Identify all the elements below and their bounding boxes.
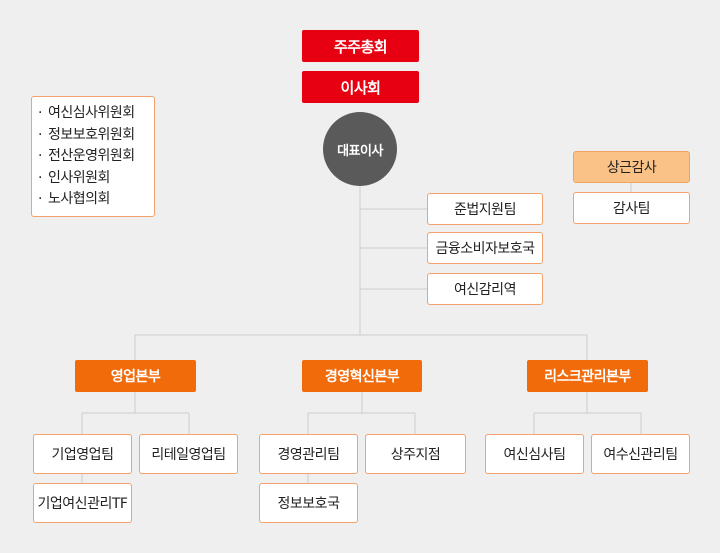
committee-item-label: 전산운영위원회: [48, 148, 135, 164]
committee-item-label: 여신심사위원회: [48, 105, 135, 121]
info-security-box: 정보보호국: [259, 483, 358, 523]
committee-item: · 전산운영위원회: [38, 146, 154, 168]
audit-team-box: 감사팀: [573, 192, 690, 224]
corporate-credit-tf-box: 기업여신관리TF: [33, 483, 132, 523]
sangju-branch-box: 상주지점: [365, 434, 466, 474]
innovation-division-box: 경영혁신본부: [302, 360, 422, 392]
bullet-dot: ·: [38, 148, 42, 164]
committee-item: · 정보보호위원회: [38, 125, 154, 147]
bullet-dot: ·: [38, 191, 42, 207]
credit-review-team-box: 여신심사팀: [485, 434, 584, 474]
committee-item: · 노사협의회: [38, 189, 154, 211]
bullet-dot: ·: [38, 105, 42, 121]
consumer-protection-box: 금융소비자보호국: [427, 232, 543, 264]
credit-inspector-box: 여신감리역: [427, 273, 543, 305]
committee-item: · 여신심사위원회: [38, 103, 154, 125]
standing-auditor-box: 상근감사: [573, 151, 690, 183]
deposit-loan-team-box: 여수신관리팀: [591, 434, 690, 474]
bullet-dot: ·: [38, 126, 42, 143]
committee-list-box: · 여신심사위원회 · 정보보호위원회 · 전산운영위원회 · 인사위원회 · 노사협의회: [31, 96, 155, 217]
corporate-sales-team-box: 기업영업팀: [33, 434, 132, 474]
committee-item: · 인사위원회: [38, 168, 154, 190]
shareholders-meeting-box: 주주총회: [302, 30, 419, 62]
bullet-dot: ·: [38, 169, 42, 186]
retail-sales-team-box: 리테일영업팀: [139, 434, 238, 474]
committee-item-label: 정보보호위원회: [48, 126, 135, 143]
compliance-team-box: 준법지원팀: [427, 193, 543, 225]
ceo-circle: 대표이사: [323, 112, 397, 186]
committee-item-label: 인사위원회: [48, 169, 110, 186]
management-team-box: 경영관리팀: [259, 434, 358, 474]
committee-item-label: 노사협의회: [48, 191, 110, 207]
sales-division-box: 영업본부: [75, 360, 196, 392]
risk-division-box: 리스크관리본부: [527, 360, 648, 392]
board-box: 이사회: [302, 71, 419, 103]
